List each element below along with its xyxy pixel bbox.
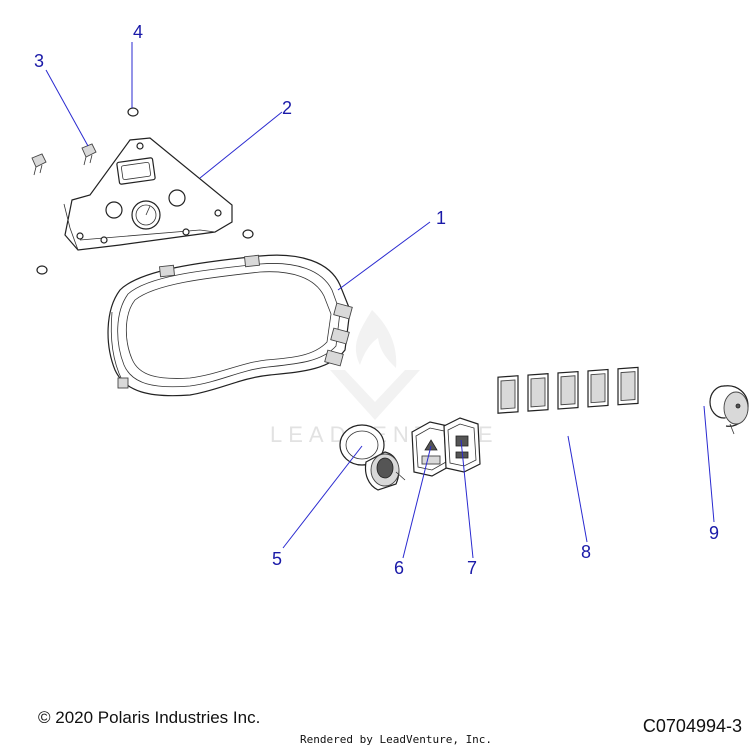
- callout-9: 9: [709, 523, 719, 543]
- callout-3: 3: [34, 51, 44, 71]
- rendered-by-text: Rendered by LeadVenture, Inc.: [300, 733, 493, 746]
- part-4-clip: [36, 107, 254, 275]
- callout-2: 2: [282, 98, 292, 118]
- watermark-logo: [330, 310, 420, 420]
- part-3-screw: [81, 143, 97, 166]
- callout-7: 7: [467, 558, 477, 578]
- part-3-screw-b: [31, 153, 47, 176]
- part-1-instrument-cluster: [107, 254, 353, 397]
- callout-6: 6: [394, 558, 404, 578]
- part-5-knob-switch: [339, 424, 406, 491]
- part-8-switch-blank: [497, 366, 639, 414]
- diagram-code: C0704994-3: [642, 716, 742, 736]
- leader-lines: [45, 42, 715, 559]
- part-2-bracket: [63, 137, 233, 251]
- callout-8: 8: [581, 542, 591, 562]
- callout-1: 1: [436, 208, 446, 228]
- part-9-power-outlet: [709, 385, 749, 435]
- callout-4: 4: [133, 22, 143, 42]
- callout-5: 5: [272, 549, 282, 569]
- copyright-text: © 2020 Polaris Industries Inc.: [38, 708, 261, 727]
